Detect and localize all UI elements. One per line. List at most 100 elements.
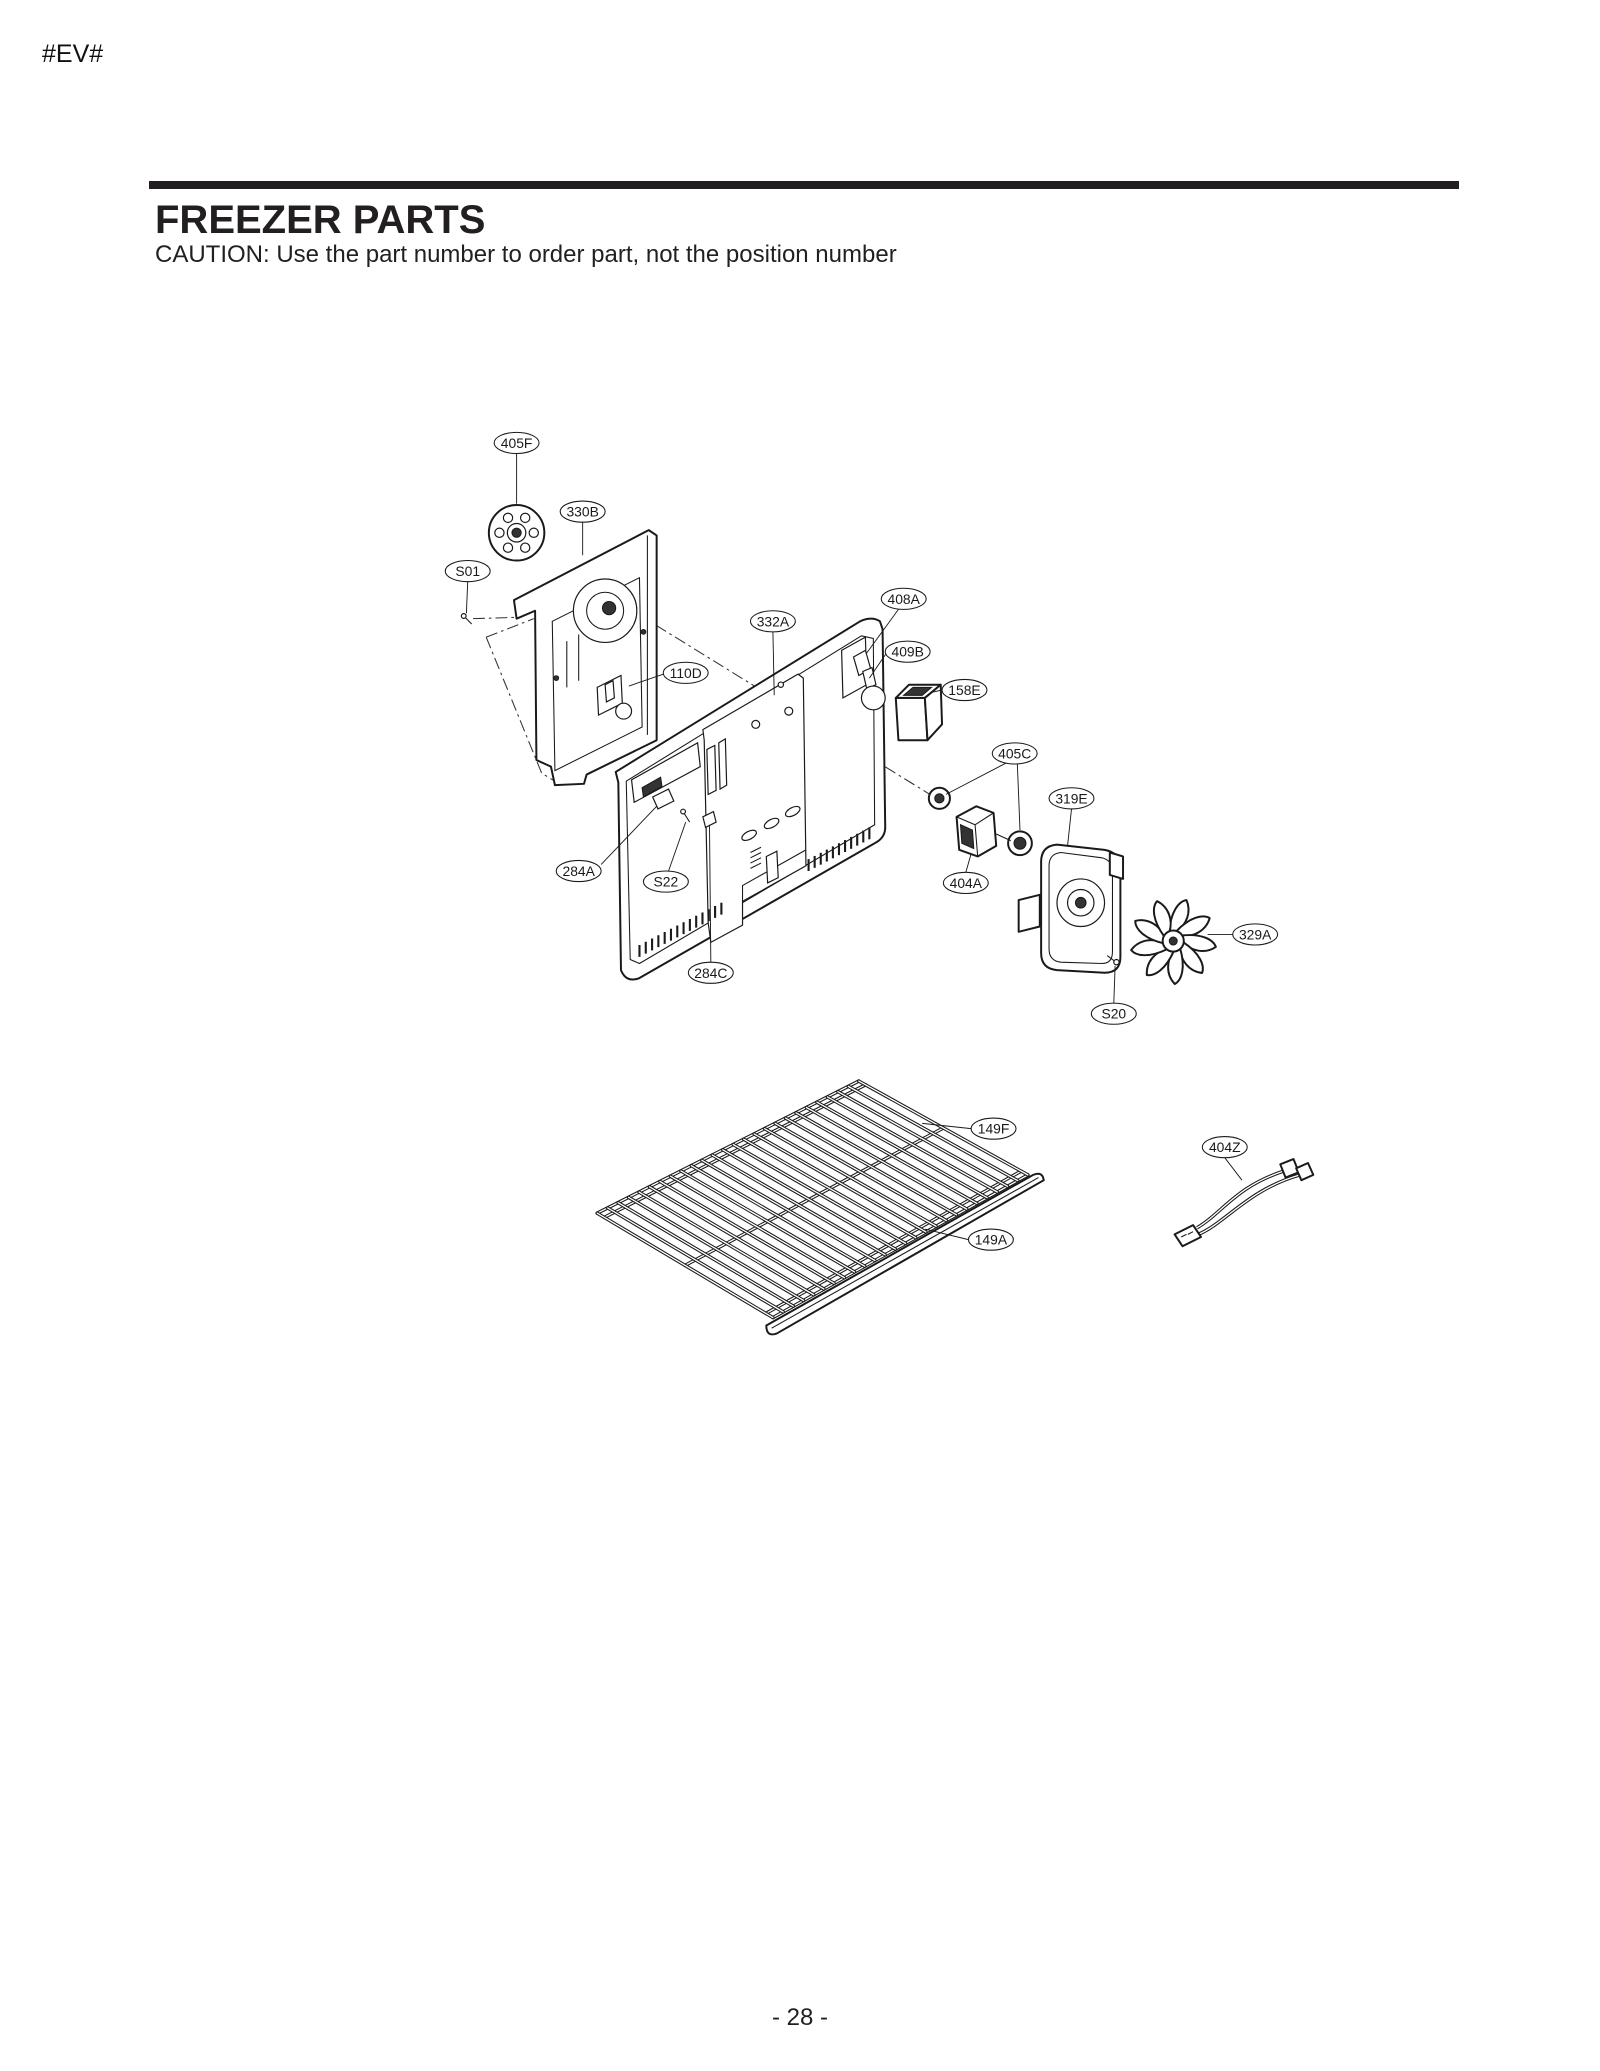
callout-bubble <box>662 661 709 684</box>
leader-line <box>1113 966 1116 1004</box>
callout-bubble <box>991 742 1038 765</box>
disc-hole <box>502 542 514 553</box>
callout-bubble <box>880 587 927 610</box>
callout-label: 332A <box>757 613 790 629</box>
shroud-rim <box>1048 851 1113 965</box>
page-title: FREEZER PARTS <box>155 198 486 242</box>
part-330B-bracket <box>512 529 658 787</box>
rail-edge <box>771 1177 1039 1329</box>
leader-line <box>922 1122 972 1130</box>
shelf-cross-wire-core <box>606 1207 784 1313</box>
leader-line <box>600 805 657 865</box>
callout-label: 284A <box>563 863 596 879</box>
part-332A-panel <box>614 617 887 981</box>
shelf-cross-wire-core <box>774 1122 947 1222</box>
page-number: - 28 - <box>771 2004 828 2031</box>
callout-label: 319E <box>1055 790 1087 806</box>
bracket-knob <box>615 702 633 720</box>
callout-label: 404A <box>950 875 983 891</box>
part-284C-clip <box>702 810 717 829</box>
shelf-cross-wire-core <box>596 1212 774 1319</box>
leader-line <box>868 652 887 679</box>
shelf-cross-wire-core <box>816 1101 988 1199</box>
callout-330B: 330B <box>559 500 606 523</box>
leader-line <box>945 762 1007 795</box>
title-rule <box>149 181 1459 189</box>
shelf-cross-wire-core <box>847 1085 1019 1182</box>
callout-label: 149F <box>978 1121 1010 1137</box>
assembly-line <box>472 616 518 620</box>
leader-line <box>465 581 469 614</box>
panel-opening-insert <box>641 776 663 798</box>
callout-158E: 158E <box>941 678 988 702</box>
part-329A-fan-blade <box>1130 899 1217 986</box>
callout-bubble <box>642 870 689 893</box>
callout-329A: 329A <box>1232 923 1279 946</box>
callout-label: 149A <box>975 1232 1008 1248</box>
cover-front <box>894 696 929 742</box>
leader-line <box>668 821 687 872</box>
shelf-cross-wire-core <box>648 1186 825 1290</box>
callout-409B: 409B <box>884 640 931 663</box>
callout-bubble <box>749 610 796 633</box>
motor-edges <box>956 812 994 857</box>
document-code: #EV# <box>42 40 104 68</box>
disc-hole <box>494 527 505 538</box>
leader-line <box>709 824 712 963</box>
harness-wire-core <box>1198 1174 1301 1235</box>
leader-line <box>628 673 664 687</box>
washer-right-hole <box>1013 836 1027 850</box>
callout-label: S20 <box>1101 1006 1126 1022</box>
panel-vents <box>638 827 871 957</box>
panel-hole <box>751 719 761 729</box>
callout-404A: 404A <box>942 871 989 894</box>
panel-hole <box>777 681 785 688</box>
callout-bubble <box>687 961 734 984</box>
shroud-bracket <box>1017 893 1041 933</box>
callout-404Z: 404Z <box>1201 1136 1248 1159</box>
panel-rim <box>625 635 876 965</box>
fan-opening-ring <box>586 591 625 630</box>
leader-line <box>1067 808 1072 846</box>
part-284A-clip <box>651 788 675 810</box>
callout-label: 409B <box>891 644 923 660</box>
callout-label: 408A <box>888 591 921 607</box>
shelf-cross-wire-core <box>784 1117 958 1216</box>
shelf-cross-wire-core <box>805 1106 978 1205</box>
panel-center-column <box>702 673 807 944</box>
bulb-glass <box>860 685 886 711</box>
cover-opening <box>902 686 933 696</box>
callout-label: 329A <box>1239 926 1272 942</box>
callout-bubble <box>444 559 491 583</box>
callout-bubble <box>559 500 606 523</box>
leader-line <box>1224 1157 1243 1181</box>
callout-S22: S22 <box>642 870 689 893</box>
shelf-cross-wire-core <box>701 1159 876 1262</box>
shelf-cross-wire-core <box>690 1164 866 1267</box>
part-S01-screw <box>460 613 473 625</box>
callout-label: 405F <box>501 435 533 451</box>
disc-hub-center <box>511 527 522 538</box>
disc-hole <box>502 512 514 524</box>
callout-bubble <box>555 859 602 883</box>
fan-blade <box>1152 900 1172 938</box>
washer-left-hole <box>934 793 945 804</box>
callout-bubble <box>967 1228 1014 1251</box>
motor-shaft <box>995 833 1011 842</box>
callout-bubble <box>1048 787 1095 810</box>
harness-connector <box>1173 1224 1202 1248</box>
callout-label: 330B <box>566 504 598 520</box>
callout-bubble <box>1232 923 1279 946</box>
assembly-line <box>485 636 556 782</box>
part-319E-fan-shroud <box>1017 843 1125 974</box>
callout-label: 284C <box>694 965 727 981</box>
assembly-line <box>486 618 534 638</box>
screw-head <box>460 613 467 619</box>
panel-grille <box>750 846 762 869</box>
panel-slot <box>718 737 728 791</box>
shelf-cross-wire-core <box>659 1180 835 1284</box>
callout-bubble <box>1201 1136 1248 1159</box>
callout-label: S01 <box>455 563 480 579</box>
